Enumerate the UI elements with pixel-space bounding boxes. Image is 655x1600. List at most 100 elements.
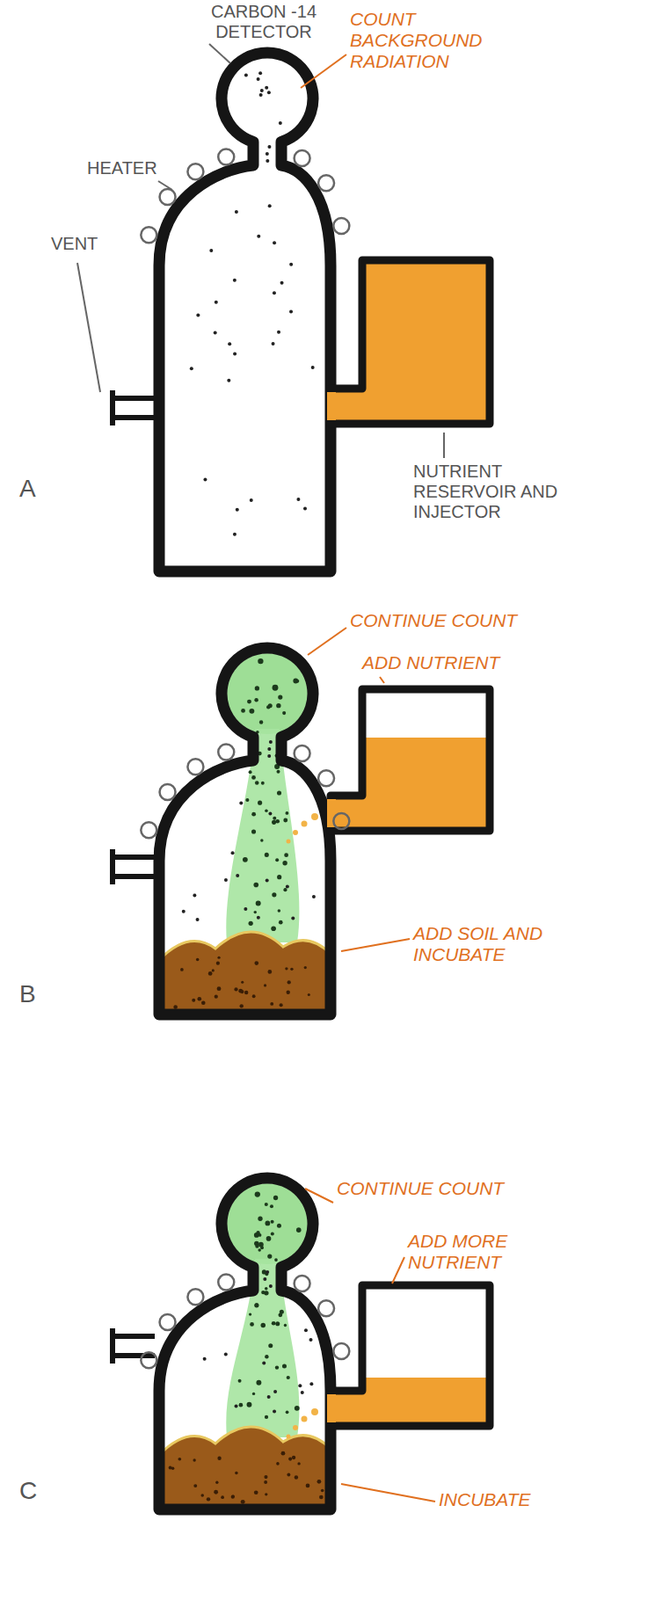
gas-particle: [275, 858, 279, 862]
gas-particle: [248, 770, 253, 774]
particle: [280, 281, 284, 285]
soil-grain: [191, 998, 196, 1003]
nutrient-liquid: [330, 737, 490, 831]
particle: [268, 811, 272, 816]
gas-particle: [245, 798, 249, 802]
soil-grain: [291, 1455, 296, 1460]
particle: [265, 152, 270, 156]
leader-line: [392, 1257, 405, 1284]
nutrient-drop: [301, 1416, 308, 1423]
particle: [224, 878, 228, 882]
soil-grain: [240, 981, 244, 984]
step-note: ADD MORE NUTRIENT: [407, 1230, 523, 1274]
gas-particle: [252, 1392, 255, 1396]
particle: [234, 210, 239, 214]
particle: [234, 1404, 239, 1409]
soil-grain: [168, 1466, 173, 1471]
soil-grain: [294, 1475, 299, 1479]
particle: [196, 917, 200, 922]
background-particle: [258, 71, 262, 75]
soil-grain: [264, 1492, 268, 1496]
vent-pipe: [112, 390, 155, 426]
gas-particle: [258, 1242, 264, 1248]
gas-particle: [257, 1216, 262, 1222]
gas-particle: [282, 860, 287, 866]
gas-particle: [251, 829, 256, 834]
soil-grain: [307, 993, 311, 997]
nutrient-drop: [292, 1425, 299, 1431]
step-note: CONTINUE COUNT: [336, 1178, 504, 1200]
reservoir-interior: [330, 260, 490, 424]
gas-particle: [247, 1402, 253, 1408]
leader-line: [341, 1484, 436, 1502]
particle: [269, 740, 273, 744]
gas-particle: [254, 685, 260, 691]
particle: [272, 291, 277, 295]
reservoir-interior: [330, 1285, 490, 1427]
heater-coil: [187, 1288, 204, 1305]
gas-particle: [264, 1287, 269, 1291]
heater-coil: [160, 189, 176, 205]
gas-particle: [264, 1354, 269, 1359]
particle: [265, 878, 270, 882]
soil-grain: [215, 1481, 219, 1485]
particle: [203, 477, 207, 481]
particle: [312, 895, 316, 899]
heater-coil: [160, 1314, 176, 1331]
gas-particle: [239, 1403, 244, 1408]
particle: [300, 1390, 305, 1395]
gas-particle: [259, 720, 263, 724]
gas-particle: [254, 910, 257, 914]
particle: [235, 873, 240, 878]
soil-grain: [173, 1004, 178, 1010]
panel-letter: C: [19, 1477, 37, 1506]
gas-particle: [296, 1227, 302, 1233]
particle: [227, 342, 232, 346]
heater-coil: [294, 745, 311, 762]
chamber-interior: [159, 647, 331, 1015]
soil-grain: [192, 1458, 196, 1462]
particle: [311, 365, 315, 370]
soil-grain: [213, 1490, 219, 1495]
chamber-wall: [159, 52, 331, 572]
part-label: NUTRIENT RESERVOIR AND INJECTOR: [413, 461, 565, 523]
chamber-interior: [159, 52, 331, 572]
soil-grain: [240, 1499, 246, 1505]
soil-grain: [200, 1493, 204, 1498]
particle: [296, 497, 300, 502]
gas-particle: [275, 1321, 280, 1326]
heater-coil: [140, 226, 157, 243]
gas-particle: [253, 882, 259, 888]
gas-particle: [248, 1312, 252, 1316]
gas-particle: [275, 1365, 279, 1369]
reservoir-wall: [330, 689, 490, 831]
gas-particle: [271, 892, 277, 897]
gas-particle: [264, 852, 270, 858]
heater-coil: [333, 1343, 350, 1360]
nutrient-drop: [301, 821, 308, 828]
soil-grain: [297, 1462, 300, 1465]
particle: [272, 1410, 277, 1414]
soil-grain: [220, 1495, 225, 1500]
particle: [203, 1357, 207, 1361]
gas-particle: [271, 1321, 277, 1326]
particle: [226, 378, 231, 383]
gas-particle: [276, 1223, 282, 1229]
soil-grain: [304, 966, 307, 969]
heater-coil: [318, 770, 335, 786]
gas-particle: [249, 1322, 255, 1327]
particle: [298, 1383, 302, 1388]
heater-coil: [294, 1275, 311, 1292]
gas-particle: [263, 1290, 269, 1296]
particle: [209, 248, 213, 253]
particle: [214, 300, 219, 305]
soil-grain: [286, 1473, 291, 1478]
particle: [272, 240, 277, 245]
soil-grain: [240, 989, 244, 994]
heater-coil: [218, 149, 234, 166]
particle: [232, 278, 237, 283]
soil-grain: [211, 968, 215, 972]
soil-grain: [214, 995, 219, 999]
leader-lines: [77, 43, 444, 1502]
